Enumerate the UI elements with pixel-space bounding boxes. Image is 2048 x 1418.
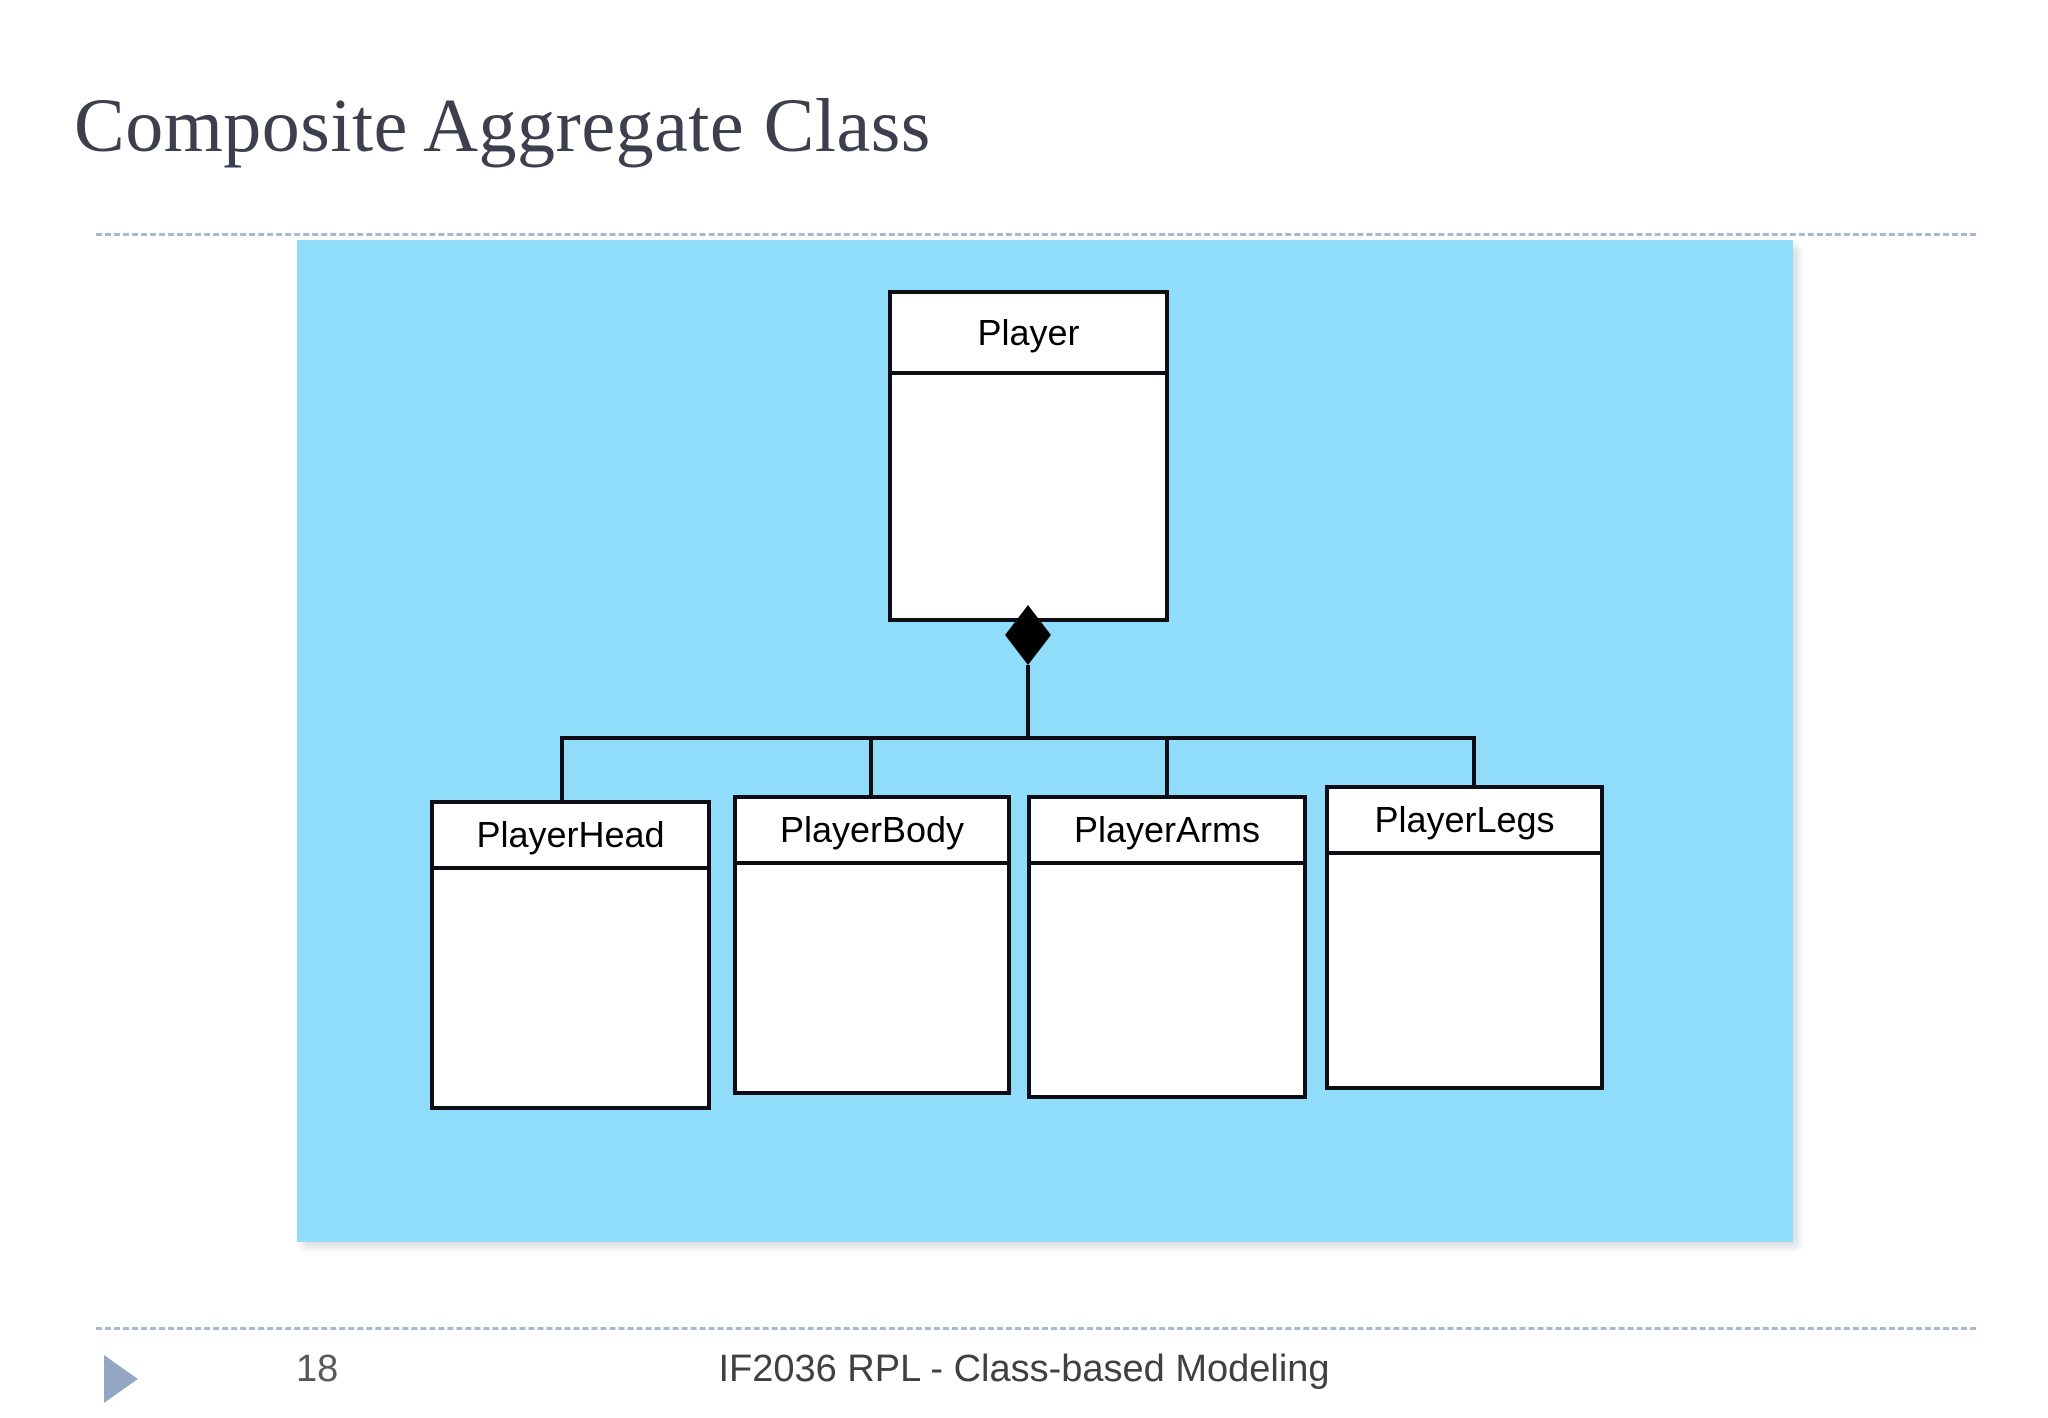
connector-to-playerlegs	[1472, 736, 1476, 789]
play-triangle-icon	[104, 1355, 138, 1403]
connector-to-playerbody	[869, 736, 873, 799]
footer-text: IF2036 RPL - Class-based Modeling	[718, 1348, 1330, 1390]
uml-class-playerarms[interactable]: PlayerArms	[1027, 795, 1307, 1099]
slide-number: 18	[296, 1348, 339, 1390]
uml-class-player[interactable]: Player	[888, 290, 1169, 622]
composition-bus-line	[560, 736, 1476, 740]
composition-stem-line	[1026, 665, 1030, 740]
connector-to-playerhead	[560, 736, 564, 804]
uml-class-name-playerhead: PlayerHead	[434, 804, 707, 870]
uml-class-playerhead[interactable]: PlayerHead	[430, 800, 711, 1110]
uml-class-name-playerarms: PlayerArms	[1031, 799, 1303, 865]
connector-to-playerarms	[1165, 736, 1169, 799]
uml-class-playerlegs[interactable]: PlayerLegs	[1325, 785, 1604, 1090]
title-divider-rule	[96, 233, 1976, 236]
footer-divider-rule	[96, 1327, 1976, 1330]
uml-class-playerbody[interactable]: PlayerBody	[733, 795, 1011, 1095]
page-title: Composite Aggregate Class	[74, 84, 931, 168]
uml-class-name-player: Player	[892, 294, 1165, 375]
uml-diagram-panel: Player PlayerHead PlayerBody PlayerArms …	[297, 240, 1793, 1242]
uml-class-name-playerlegs: PlayerLegs	[1329, 789, 1600, 855]
uml-class-name-playerbody: PlayerBody	[737, 799, 1007, 865]
